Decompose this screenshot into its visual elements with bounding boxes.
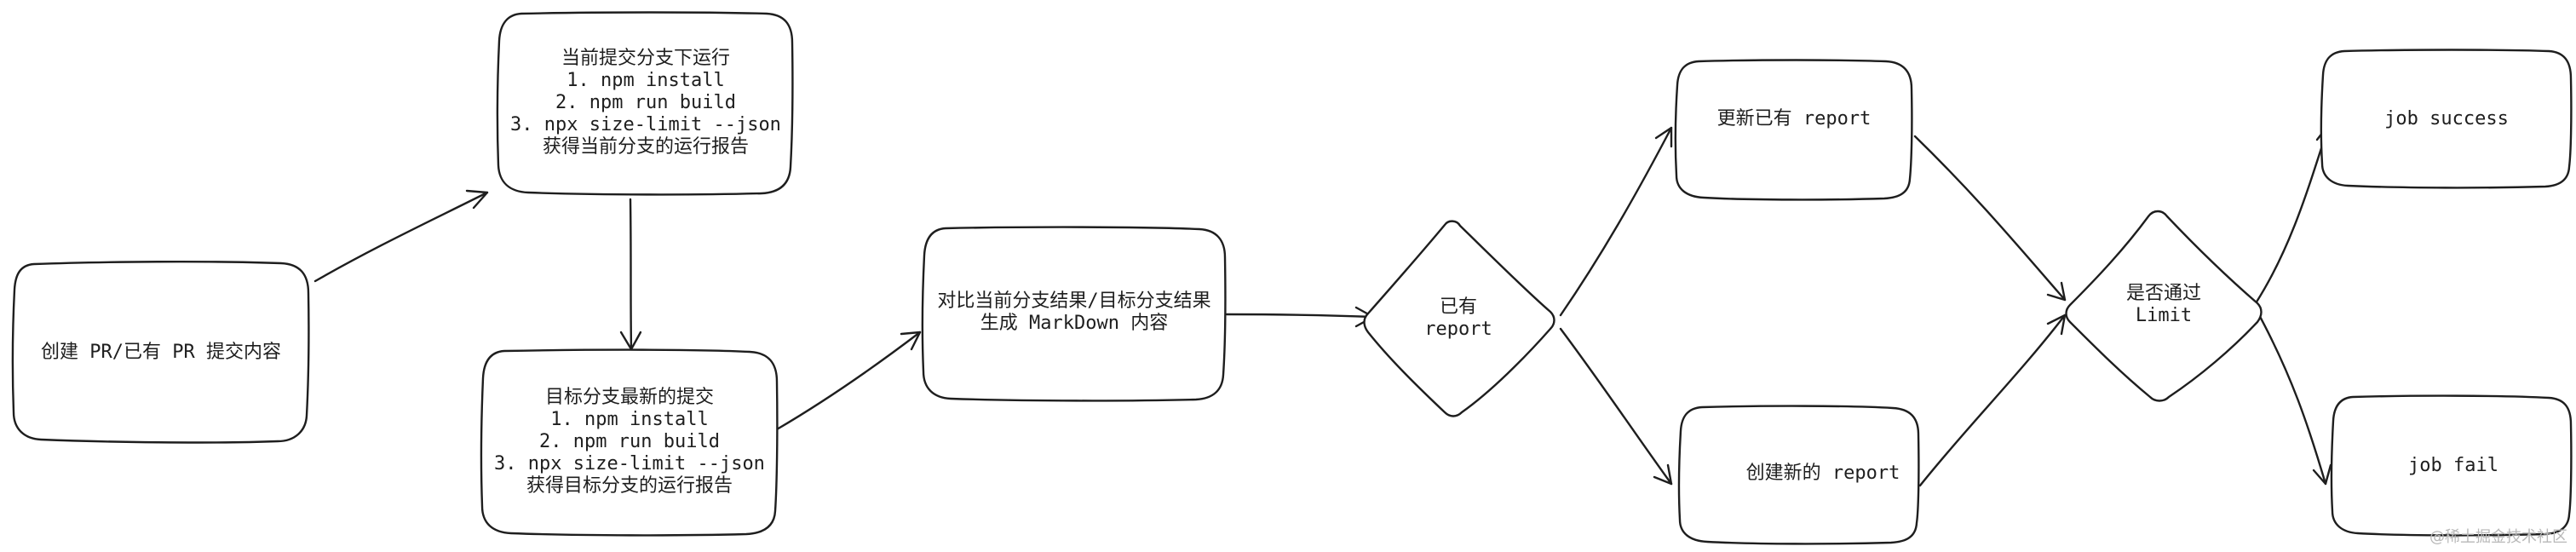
node-job-fail-label: job fail	[2408, 455, 2498, 476]
label-line: 3. npx size-limit --json	[510, 114, 781, 135]
node-start[interactable]: 创建 PR/已有 PR 提交内容	[11, 260, 310, 444]
edge-limit-to-fail	[2256, 310, 2332, 486]
label-line: report	[1424, 319, 1492, 340]
label-line: 3. npx size-limit --json	[494, 453, 765, 474]
label-line: job success	[2384, 108, 2509, 129]
label-line: Limit	[2136, 305, 2192, 326]
label-line: 获得当前分支的运行报告	[543, 136, 749, 158]
edge-start-to-current	[313, 189, 489, 283]
label-line: 获得目标分支的运行报告	[526, 475, 733, 497]
edge-decision-to-update	[1559, 126, 1673, 317]
label-line: job fail	[2408, 455, 2498, 476]
node-update-report-label: 更新已有 report	[1717, 108, 1872, 129]
edge-compare-to-decision	[1225, 306, 1375, 328]
edge-current-to-target	[619, 198, 642, 351]
watermark: @稀土掘金技术社区	[2429, 528, 2567, 546]
label-line: 是否通过	[2126, 283, 2201, 304]
label-line: 2. npm run build	[539, 431, 720, 452]
edge-create-to-limit	[1918, 313, 2067, 487]
node-compare-label: 对比当前分支结果/目标分支结果生成 MarkDown 内容	[937, 290, 1210, 334]
label-line: 更新已有 report	[1717, 108, 1872, 129]
label-line: 创建 PR/已有 PR 提交内容	[41, 342, 281, 363]
label-line: 目标分支最新的提交	[545, 387, 714, 408]
node-update-report[interactable]: 更新已有 report	[1674, 59, 1913, 201]
label-line: 生成 MarkDown 内容	[980, 313, 1168, 334]
label-line: 当前提交分支下运行	[561, 48, 730, 69]
edge-update-to-limit	[1913, 135, 2067, 302]
node-job-fail[interactable]: job fail	[2330, 394, 2573, 537]
node-compare[interactable]: 对比当前分支结果/目标分支结果生成 MarkDown 内容	[921, 226, 1227, 402]
label-line: 2. npm run build	[555, 92, 736, 113]
edge-target-to-compare	[775, 331, 922, 431]
node-create-report[interactable]: 创建新的 report	[1677, 405, 1920, 545]
node-create-report-label: 创建新的 report	[1746, 463, 1900, 484]
label-line: 对比当前分支结果/目标分支结果	[937, 290, 1210, 312]
label-line: 创建新的 report	[1746, 463, 1900, 484]
edge-decision-to-create	[1559, 327, 1673, 486]
label-line: 1. npm install	[550, 409, 708, 430]
node-start-label: 创建 PR/已有 PR 提交内容	[41, 342, 281, 363]
label-line: 已有	[1440, 296, 1477, 318]
node-job-success-label: job success	[2384, 108, 2509, 129]
node-job-success[interactable]: job success	[2320, 49, 2573, 189]
label-line: 1. npm install	[566, 70, 724, 91]
